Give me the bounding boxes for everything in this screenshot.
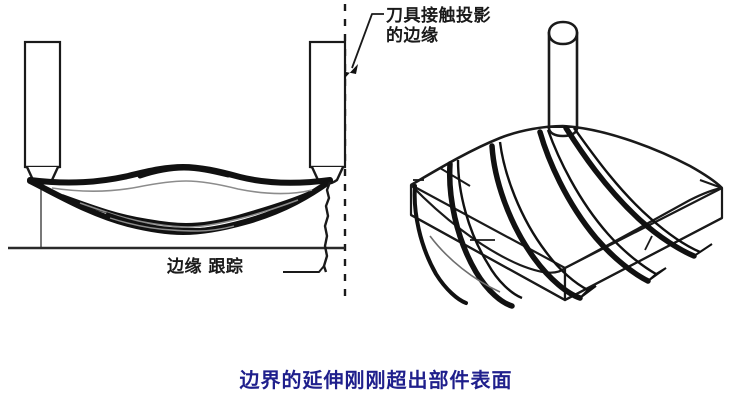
right-tool (308, 40, 347, 185)
cross-section-view (8, 4, 384, 302)
tool-contact-arrowhead (344, 64, 358, 79)
tool-contact-leader (351, 13, 384, 69)
left-tool (23, 40, 62, 185)
sagging-surface-profile (27, 163, 333, 236)
figure-caption: 边界的延伸刚刚超出部件表面 (239, 368, 513, 392)
edge-tracking-line (322, 181, 332, 273)
label-edge-tracking: 边缘 跟踪 (167, 257, 244, 277)
cylindrical-cutter (547, 20, 579, 138)
label-tool-contact-edge: 刀具接触投影 的边缘 (386, 6, 491, 47)
block-base (409, 166, 724, 302)
isometric-view (409, 20, 724, 309)
toolpath-grooves (412, 125, 713, 309)
edge-tracking-leader (283, 265, 325, 273)
curved-saddle-surface (410, 124, 723, 274)
